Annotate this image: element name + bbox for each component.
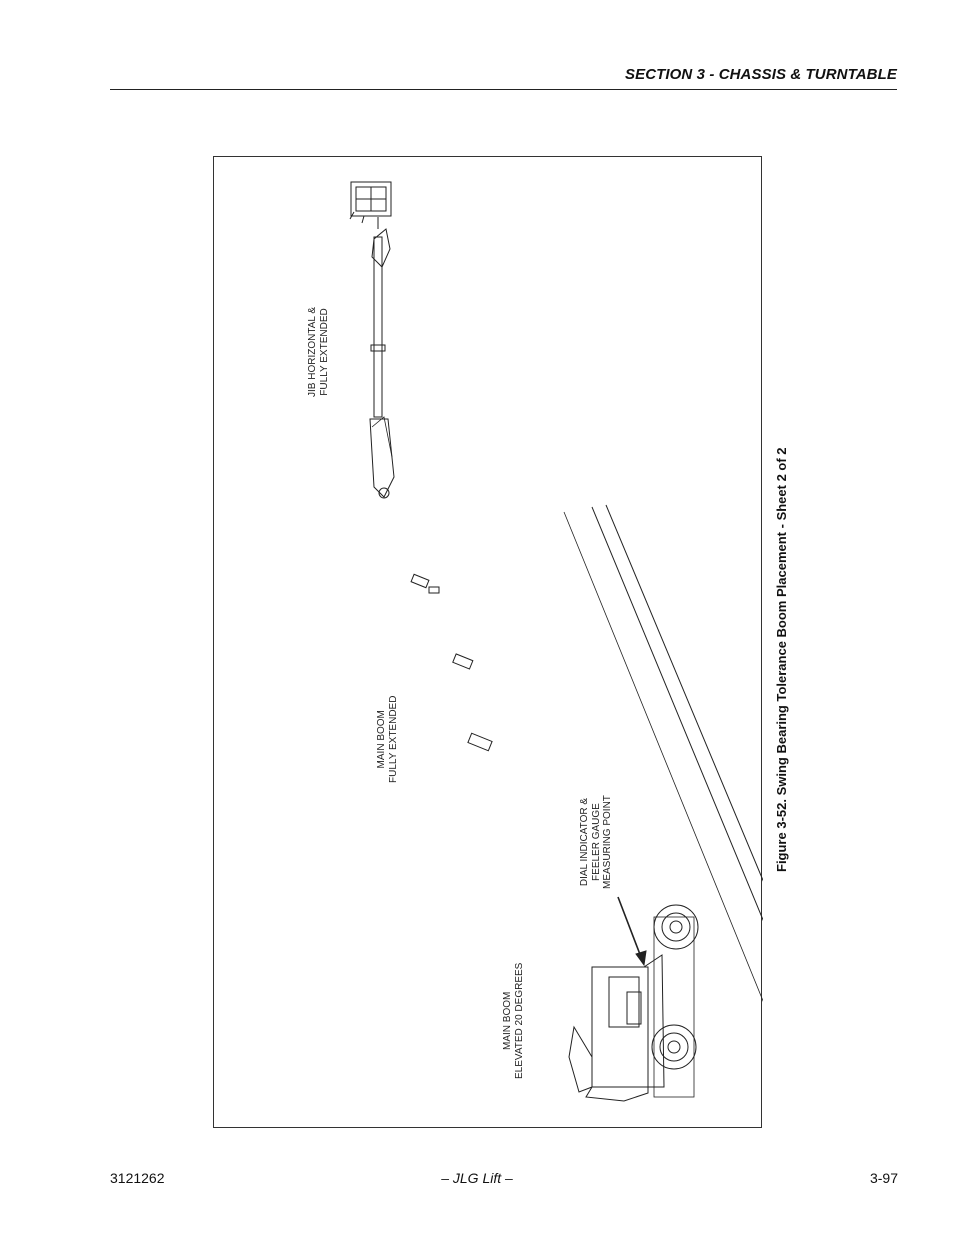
figure-caption: Figure 3-52. Swing Bearing Tolerance Boo… <box>774 447 789 872</box>
main-boom-edge <box>591 506 763 922</box>
label-jib: JIB HORIZONTAL & FULLY EXTENDED <box>307 306 330 397</box>
measuring-point-leader <box>617 896 642 958</box>
label-main-boom-elevated: MAIN BOOM ELEVATED 20 DEGREES <box>502 962 525 1079</box>
footer-doc-number: 3121262 <box>110 1170 165 1186</box>
boom-drawing <box>349 181 763 1102</box>
section-title: SECTION 3 - CHASSIS & TURNTABLE <box>624 66 897 83</box>
footer-center: – JLG Lift – <box>441 1170 513 1186</box>
footer-page-number: 3-97 <box>869 1170 898 1186</box>
label-dial-indicator: DIAL INDICATOR & FEELER GAUGE MEASURING … <box>579 795 613 889</box>
main-boom-edge <box>605 504 763 882</box>
figure-frame: JIB HORIZONTAL & FULLY EXTENDED MAIN BOO… <box>213 156 763 1128</box>
platform <box>350 181 392 217</box>
wheel-front <box>653 904 699 950</box>
jib-arm <box>373 236 383 418</box>
turntable <box>591 966 649 1088</box>
label-main-boom-extended: MAIN BOOM FULLY EXTENDED <box>376 695 399 783</box>
header-rule <box>110 89 897 90</box>
wheel-rear <box>651 1024 697 1070</box>
